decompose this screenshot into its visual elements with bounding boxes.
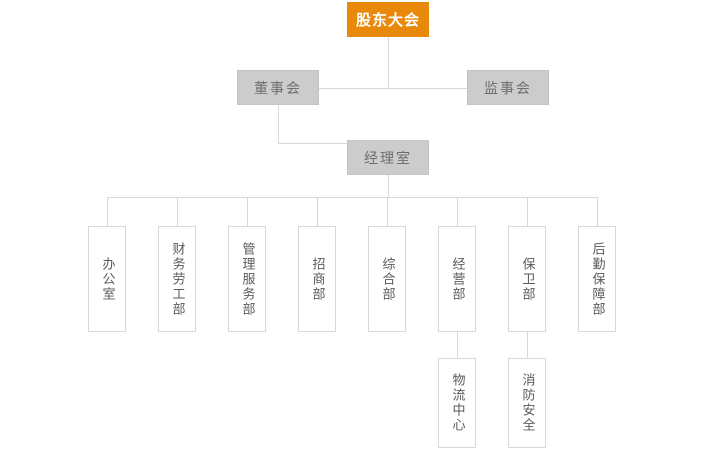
connector-drop-dept-8 [597,197,598,226]
node-department-2-label: 财务劳工部 [169,241,185,317]
node-subunit-2[interactable]: 消防安全 [508,358,546,448]
node-department-1[interactable]: 办公室 [88,226,126,332]
connector-level2-bus [319,88,467,89]
node-department-7[interactable]: 保卫部 [508,226,546,332]
node-subunit-1-label: 物流中心 [449,373,465,433]
connector-board-to-manager-vertical [278,105,279,143]
node-department-6[interactable]: 经营部 [438,226,476,332]
connector-root-stem [388,37,389,88]
node-department-2[interactable]: 财务劳工部 [158,226,196,332]
connector-drop-dept-1 [107,197,108,226]
connector-department-bus [107,197,598,198]
node-board-of-directors[interactable]: 董事会 [237,70,319,105]
node-manager-office-label: 经理室 [364,150,412,167]
connector-dept6-to-subunit-1 [457,332,458,358]
node-board-of-directors-label: 董事会 [254,80,302,97]
connector-drop-dept-3 [247,197,248,226]
node-subunit-1[interactable]: 物流中心 [438,358,476,448]
connector-drop-dept-5 [387,197,388,226]
node-department-8-label: 后勤保障部 [589,241,605,317]
connector-drop-dept-2 [177,197,178,226]
node-department-5-label: 综合部 [379,256,395,302]
connector-drop-dept-7 [527,197,528,226]
node-department-8[interactable]: 后勤保障部 [578,226,616,332]
connector-board-to-manager-horizontal [278,143,347,144]
node-shareholders-meeting[interactable]: 股东大会 [347,2,429,37]
connector-dept7-to-subunit-2 [527,332,528,358]
node-department-3[interactable]: 管理服务部 [228,226,266,332]
connector-drop-dept-6 [457,197,458,226]
node-department-4[interactable]: 招商部 [298,226,336,332]
node-department-5[interactable]: 综合部 [368,226,406,332]
node-department-4-label: 招商部 [309,256,325,302]
node-department-3-label: 管理服务部 [239,241,255,317]
node-board-of-supervisors-label: 监事会 [484,80,532,97]
connector-manager-stem [388,175,389,197]
node-department-6-label: 经营部 [449,256,465,302]
node-subunit-2-label: 消防安全 [519,373,535,433]
connector-drop-dept-4 [317,197,318,226]
node-department-7-label: 保卫部 [519,256,535,302]
node-board-of-supervisors[interactable]: 监事会 [467,70,549,105]
node-department-1-label: 办公室 [99,256,115,302]
node-shareholders-meeting-label: 股东大会 [355,11,420,29]
node-manager-office[interactable]: 经理室 [347,140,429,175]
